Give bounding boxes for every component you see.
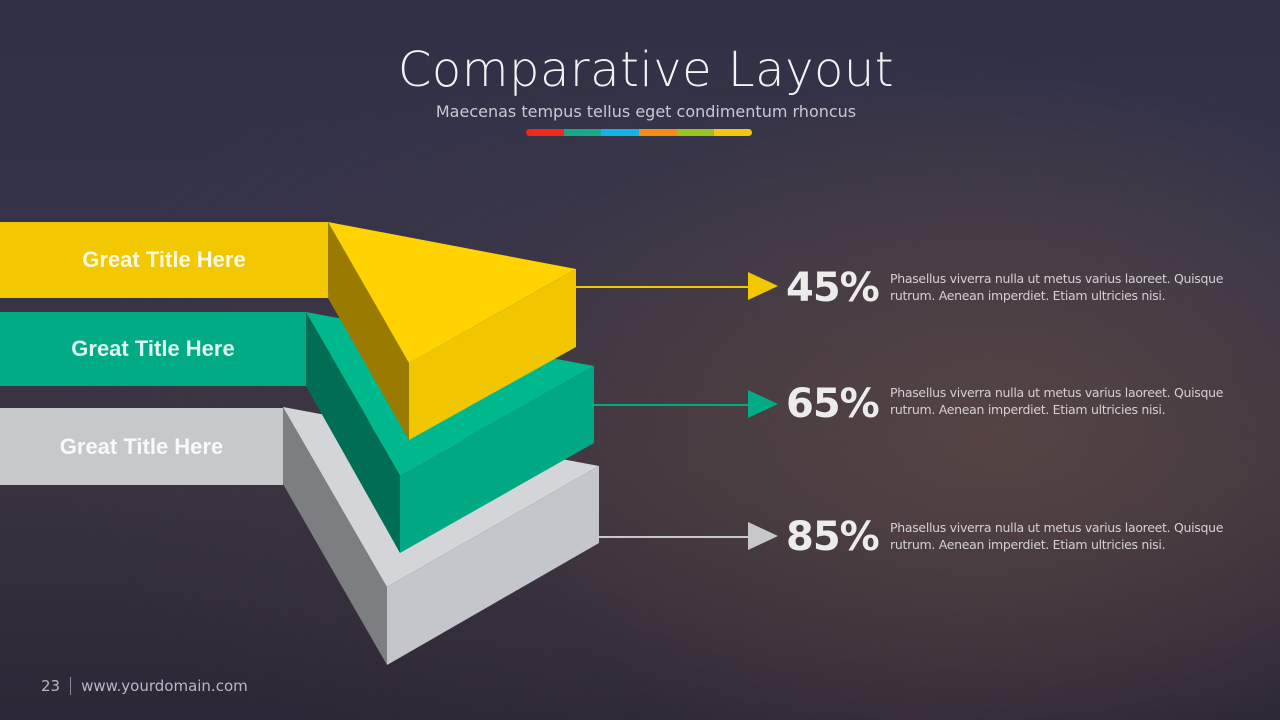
- teal-side-face: [306, 312, 400, 553]
- percent-value-2: 65%: [786, 381, 880, 427]
- page-subtitle: Maecenas tempus tellus eget condimentum …: [435, 102, 857, 121]
- footer: 23 www.yourdomain.com: [41, 676, 248, 696]
- percent-value-3: 85%: [786, 514, 880, 560]
- connector-line: [594, 404, 748, 406]
- color-segment-red: [526, 129, 564, 136]
- grey-side-face: [283, 407, 387, 665]
- arrow-right-icon: [748, 522, 778, 550]
- layer-teal-3d: [306, 312, 594, 553]
- bar-title: Great Title Here: [59, 433, 224, 459]
- yellow-top-face: [328, 222, 576, 363]
- yellow-side-face: [328, 222, 409, 440]
- teal-top-face: [306, 312, 594, 475]
- description-line: rutrum. Aenean imperdiet. Etiam ultricie…: [890, 402, 1166, 417]
- percent-value-1: 45%: [786, 265, 880, 311]
- color-segment-blue: [601, 129, 640, 136]
- color-segment-green: [676, 129, 715, 136]
- description-2: Phasellus viverra nulla ut metus varius …: [890, 384, 1250, 418]
- description-line: rutrum. Aenean imperdiet. Etiam ultricie…: [890, 537, 1166, 552]
- grey-top-face: [283, 407, 599, 587]
- layer-grey-3d: [283, 407, 599, 665]
- layer-yellow-3d: [328, 222, 576, 440]
- color-bar-divider: [526, 129, 752, 136]
- connector-line: [599, 536, 748, 538]
- connector-arrow-teal: [594, 390, 780, 420]
- bar-title: Great Title Here: [71, 336, 235, 361]
- connector-arrow-yellow: [576, 272, 780, 302]
- website-link[interactable]: www.yourdomain.com: [81, 677, 248, 695]
- description-line: Phasellus viverra nulla ut metus varius …: [890, 385, 1224, 400]
- title-bar-grey: Great Title Here: [0, 408, 283, 485]
- description-1: Phasellus viverra nulla ut metus varius …: [890, 270, 1250, 304]
- grey-front-face: [387, 466, 599, 665]
- title-bar-teal: Great Title Here: [0, 312, 306, 386]
- color-segment-yellow: [714, 129, 752, 136]
- description-line: rutrum. Aenean imperdiet. Etiam ultricie…: [890, 288, 1166, 303]
- arrow-right-icon: [748, 272, 778, 300]
- title-bar-yellow: Great Title Here: [0, 222, 328, 298]
- connector-arrow-grey: [599, 522, 780, 552]
- page-title: Comparative Layout: [397, 42, 895, 98]
- color-segment-orange: [639, 129, 677, 136]
- teal-front-face: [400, 366, 594, 553]
- connector-line: [576, 286, 748, 288]
- footer-divider: [70, 677, 72, 695]
- description-3: Phasellus viverra nulla ut metus varius …: [890, 519, 1250, 553]
- page-number: 23: [41, 677, 61, 695]
- description-line: Phasellus viverra nulla ut metus varius …: [890, 520, 1224, 535]
- bar-title: Great Title Here: [82, 247, 246, 272]
- yellow-front-face: [409, 269, 576, 440]
- arrow-right-icon: [748, 390, 778, 418]
- color-segment-teal: [563, 129, 602, 136]
- description-line: Phasellus viverra nulla ut metus varius …: [890, 271, 1224, 286]
